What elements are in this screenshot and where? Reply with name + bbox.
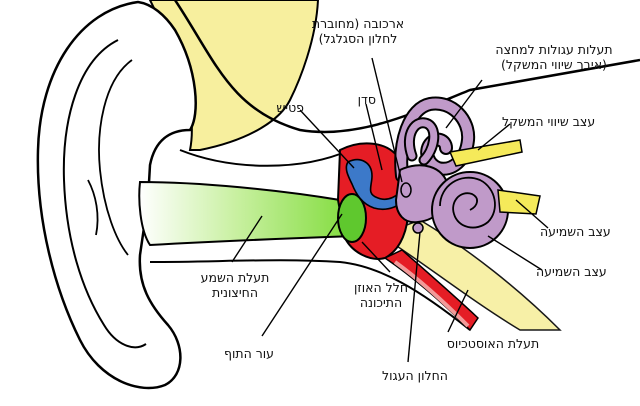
label-cochlea-text: עצב השמיעה	[536, 264, 607, 279]
label-cochlea: עצב השמיעה	[536, 264, 632, 279]
label-ear-canal-line2: החיצונית	[212, 285, 258, 300]
label-middle-ear-line1: חלל האוזן	[353, 280, 408, 295]
label-eardrum: עור התוף	[206, 346, 292, 361]
label-cochlear-nerve-text: עצב השמיעה	[540, 224, 611, 239]
label-oval-window-line1: ארכובה (מחוברת	[311, 16, 405, 31]
round-window	[412, 222, 424, 234]
label-round-window: החלון העגול	[360, 368, 470, 383]
label-eustachian-text: תעלת האוסטכיוס	[446, 336, 540, 351]
label-vestibular-nerve-text: עצב שיווי המשקל	[502, 114, 596, 129]
pinna-tragus	[87, 179, 99, 236]
pinna	[36, 0, 197, 390]
label-vestibular-nerve: עצב שיווי המשקל	[502, 114, 632, 129]
label-semicircular-line1: תעלות עגולות למחצה	[495, 42, 613, 57]
vestibular-nerve	[448, 139, 523, 167]
label-anvil-text: סדן	[357, 92, 376, 107]
label-eustachian-tube: תעלת האוסטכיוס	[428, 336, 558, 351]
pinna-concha	[98, 59, 133, 256]
canal-tissue-lower	[149, 259, 471, 331]
label-hammer: פטיש	[248, 100, 304, 115]
label-anvil: סדן	[336, 92, 376, 107]
semicircular-canal-loop-fill	[405, 119, 438, 164]
label-middle-ear: חלל האוזן התיכונה	[344, 280, 418, 310]
leader-lines	[231, 57, 549, 363]
label-semicircular-canals: תעלות עגולות למחצה (איבר שיווי המשקל)	[470, 42, 638, 72]
oval-window	[400, 182, 412, 198]
label-hammer-text: פטיש	[276, 100, 304, 115]
canal-tissue-upper	[179, 149, 351, 167]
label-middle-ear-line2: התיכונה	[359, 295, 403, 310]
label-round-window-text: החלון העגול	[382, 368, 448, 383]
label-eardrum-text: עור התוף	[223, 346, 275, 361]
label-semicircular-line2: (איבר שיווי המשקל)	[501, 57, 607, 72]
ear-canal	[138, 180, 358, 247]
pinna-inner-fold	[62, 39, 147, 349]
eustachian-tube-pink	[393, 260, 470, 328]
eardrum	[337, 193, 367, 243]
label-ear-canal-line1: תעלת השמע	[200, 270, 270, 285]
label-oval-window-line2: לחלון הסגלגל)	[318, 31, 398, 46]
cochlea-spiral	[439, 176, 496, 229]
label-cochlear-nerve: עצב השמיעה	[540, 224, 636, 239]
label-oval-window-stapes: ארכובה (מחוברת לחלון הסגלגל)	[300, 16, 416, 46]
label-ear-canal: תעלת השמע החיצונית	[182, 270, 288, 300]
